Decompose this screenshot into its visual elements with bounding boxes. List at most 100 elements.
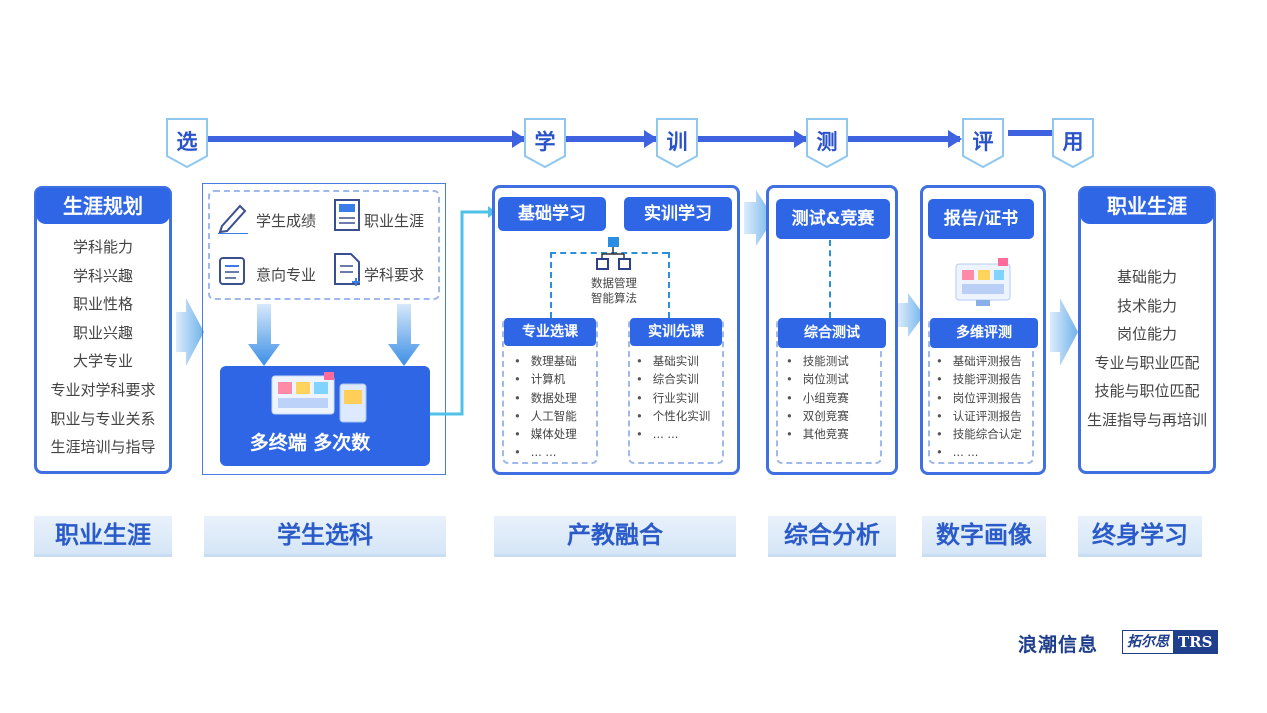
multi-terminal-label: 多终端 多次数 — [249, 432, 371, 454]
list-item: 综合实训 — [636, 370, 710, 388]
pencil-icon — [218, 204, 248, 234]
comprehensive-test-list: 技能测试 岗位测试 小组竞赛 双创竞赛 其他竞赛 — [786, 352, 849, 443]
student-selection-panel — [202, 183, 446, 475]
comprehensive-test-title: 综合测试 — [778, 318, 886, 348]
career-planning-list: 学科能力 学科兴趣 职业性格 职业兴趣 大学专业 专业对学科要求 职业与专业关系… — [36, 233, 170, 462]
flow-step-label: 评 — [972, 130, 994, 154]
multi-evaluation-title: 多维评测 — [930, 318, 1038, 348]
flow-step-select: 选 — [166, 118, 208, 168]
list-item: 岗位能力 — [1116, 325, 1177, 344]
dashboard-illustration-icon — [955, 258, 1011, 306]
device-illustration-icon — [271, 372, 367, 423]
scroll-icon — [219, 257, 245, 285]
list-item: 职业与专业关系 — [50, 409, 156, 428]
list-item: 人工智能 — [514, 407, 577, 425]
list-item: 行业实训 — [636, 389, 710, 407]
flow-arrowhead-3 — [794, 130, 808, 148]
flow-arrowhead-1 — [512, 130, 526, 148]
list-item: 专业与职业匹配 — [1094, 353, 1200, 372]
connector-line — [550, 252, 668, 254]
bottom-label-subject-selection: 学生选科 — [204, 516, 446, 554]
course-selection-list: 数理基础 计算机 数据处理 人工智能 媒体处理 ... ... — [514, 352, 577, 462]
flow-line-3 — [698, 136, 806, 142]
career-planning-panel — [34, 186, 172, 474]
chevron-arrow-icon — [898, 293, 924, 337]
connector-line — [668, 252, 670, 318]
practical-course-list: 基础实训 综合实训 行业实训 个性化实训 ... ... — [636, 352, 711, 443]
list-item: 职业性格 — [72, 295, 133, 314]
certificate-icon — [334, 199, 360, 231]
list-item: 岗位测试 — [786, 370, 849, 388]
list-item: 小组竞赛 — [786, 389, 849, 407]
down-arrow-icon — [248, 304, 280, 366]
list-item: 媒体处理 — [514, 425, 577, 443]
list-item: 基础实训 — [636, 352, 710, 370]
career-outcome-panel — [1078, 186, 1216, 474]
career-outcome-list: 基础能力 技术能力 岗位能力 专业与职业匹配 技能与职位匹配 生涯指导与再培训 — [1080, 263, 1214, 435]
center-line-1: 数据管理 — [591, 276, 637, 290]
trs-cn-text: 拓尔思 — [1127, 634, 1169, 650]
down-arrow-icon — [388, 304, 420, 366]
list-item: ... ... — [936, 443, 1022, 461]
connector-line — [829, 240, 831, 318]
practical-course-title: 实训先课 — [630, 318, 722, 346]
list-item: 基础能力 — [1116, 268, 1177, 286]
list-item: 专业对学科要求 — [50, 380, 156, 399]
career-planning-title: 生涯规划 — [36, 188, 170, 224]
flow-step-label: 学 — [534, 130, 556, 154]
list-item: 学科能力 — [72, 238, 133, 256]
flow-step-learn: 学 — [524, 118, 566, 168]
list-item: ... ... — [514, 443, 577, 461]
flow-arrowhead-4 — [948, 130, 962, 148]
list-item: 个性化实训 — [636, 407, 711, 425]
flow-step-train: 训 — [656, 118, 698, 168]
flow-step-label: 用 — [1062, 130, 1084, 154]
bottom-label-lifelong-learning: 终身学习 — [1078, 516, 1202, 554]
data-management-label: 数据管理 智能算法 — [576, 276, 652, 306]
list-item: 其他竞赛 — [786, 425, 849, 443]
list-item: 认证评测报告 — [936, 407, 1022, 425]
list-item: 数据处理 — [514, 389, 577, 407]
inspur-logo: 浪潮信息 — [1018, 634, 1099, 656]
bottom-label-analysis: 综合分析 — [768, 516, 896, 554]
list-item: 岗位评测报告 — [936, 389, 1022, 407]
test-competition-pill: 测试&竞赛 — [776, 199, 890, 239]
flow-line-1 — [208, 136, 524, 142]
trs-logo: 拓尔思 TRS — [1122, 630, 1219, 654]
list-item: 基础评测报告 — [936, 352, 1022, 370]
list-item: 职业兴趣 — [72, 323, 133, 342]
flow-line-5 — [1008, 130, 1052, 136]
multi-evaluation-list: 基础评测报告 技能评测报告 岗位评测报告 认证评测报告 技能综合认定 ... .… — [936, 352, 1022, 462]
list-item: 数理基础 — [514, 352, 577, 370]
list-item: 生涯培训与指导 — [50, 438, 156, 457]
career-label: 职业生涯 — [364, 212, 425, 230]
flow-step-label: 训 — [666, 130, 688, 154]
network-icon — [596, 237, 631, 270]
center-line-2: 智能算法 — [591, 291, 637, 305]
connector-line — [550, 252, 552, 318]
bottom-label-career: 职业生涯 — [34, 516, 172, 554]
flow-step-use: 用 — [1052, 118, 1094, 168]
flow-step-evaluate: 评 — [962, 118, 1004, 168]
flow-line-4 — [848, 136, 960, 142]
list-item: 技能评测报告 — [936, 370, 1022, 388]
list-item: 计算机 — [514, 370, 577, 388]
list-item: 学科兴趣 — [72, 266, 133, 285]
list-item: 技能与职位匹配 — [1094, 382, 1200, 401]
chevron-arrow-icon — [1050, 298, 1078, 366]
course-selection-title: 专业选课 — [504, 318, 596, 346]
practical-learning-pill: 实训学习 — [624, 197, 732, 231]
flow-arrowhead-2 — [644, 130, 658, 148]
list-item: 生涯指导与再培训 — [1086, 410, 1207, 429]
report-certificate-pill: 报告/证书 — [928, 199, 1034, 239]
list-item: ... ... — [636, 425, 710, 443]
list-item: 双创竞赛 — [786, 407, 849, 425]
student-score-label: 学生成绩 — [256, 212, 317, 230]
list-item: 技能综合认定 — [936, 425, 1022, 443]
flow-step-label: 选 — [176, 130, 198, 154]
bottom-label-digital-portrait: 数字画像 — [922, 516, 1046, 554]
list-item: 大学专业 — [72, 352, 133, 371]
document-add-icon — [334, 253, 360, 286]
subject-requirement-label: 学科要求 — [364, 266, 425, 284]
intended-major-label: 意向专业 — [256, 266, 317, 284]
